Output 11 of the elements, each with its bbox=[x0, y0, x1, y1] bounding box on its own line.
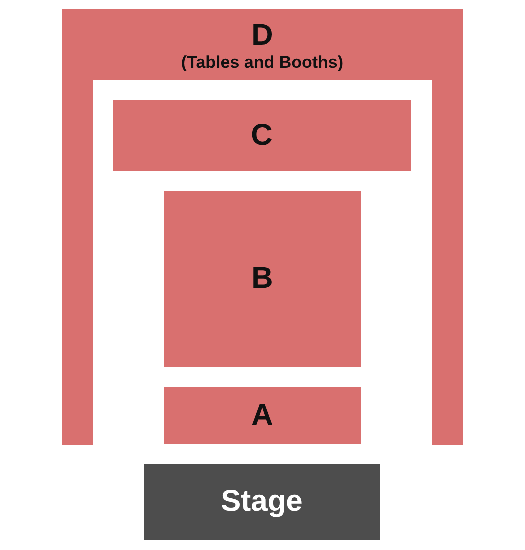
section-note: (Tables and Booths) bbox=[181, 53, 344, 74]
seating-section bbox=[164, 387, 361, 444]
seating-section bbox=[62, 9, 463, 445]
seating-section bbox=[164, 191, 361, 367]
seating-section bbox=[113, 100, 411, 171]
section-letter: A bbox=[252, 400, 274, 430]
section-letter: C bbox=[251, 120, 273, 150]
section-letter: B bbox=[252, 264, 274, 294]
section-letter: D bbox=[252, 21, 274, 51]
stage bbox=[144, 464, 380, 540]
stage-label: Stage bbox=[221, 487, 303, 517]
